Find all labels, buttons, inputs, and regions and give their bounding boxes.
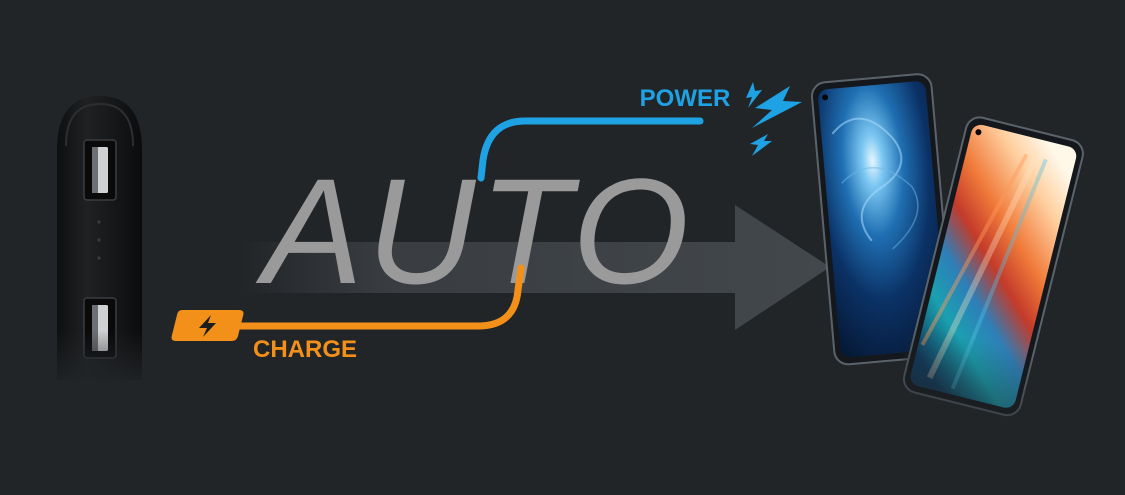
smartphone-orange xyxy=(894,108,1092,427)
phone-screen xyxy=(818,81,948,358)
power-bank-fade xyxy=(50,330,150,390)
power-bank-body xyxy=(57,96,142,380)
power-line xyxy=(477,117,704,182)
indicator-dot xyxy=(97,256,101,260)
usb-port-icon xyxy=(83,139,117,201)
indicator-dot xyxy=(97,220,101,224)
power-bank xyxy=(50,96,150,390)
indicator-dot xyxy=(97,238,101,242)
lightning-bolt-icon xyxy=(171,310,244,341)
direction-arrow xyxy=(240,205,830,330)
charge-label: CHARGE xyxy=(253,336,357,363)
smartphone-blue xyxy=(811,73,955,366)
power-label: POWER xyxy=(640,85,731,112)
charge-line xyxy=(234,264,525,330)
lightning-spark-icon xyxy=(746,82,802,156)
headline-auto: AUTO xyxy=(255,147,693,315)
power-bank-edge-highlight xyxy=(65,102,134,147)
